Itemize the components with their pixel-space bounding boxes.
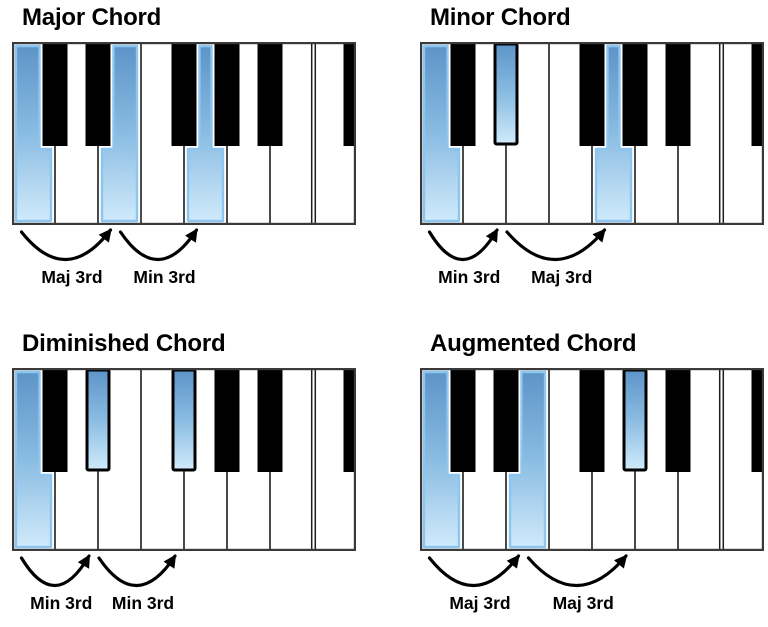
- minor-chord-diagram: Minor Chord Min 3rd Maj 3rd: [420, 5, 764, 289]
- black-key-Ab: [214, 42, 240, 146]
- interval-label: Min 3rd: [438, 267, 500, 287]
- interval-arrow: [118, 228, 199, 261]
- black-key-Db: [42, 42, 68, 146]
- black-key-Bb: [665, 42, 691, 146]
- interval-arrows: Maj 3rd Maj 3rd: [420, 551, 764, 615]
- highlighted-key-Ab: [622, 368, 648, 472]
- diminished-arrows-svg: Min 3rd Min 3rd: [19, 554, 177, 613]
- interval-arrows: Maj 3rd Min 3rd: [12, 225, 356, 289]
- black-key-Db: [450, 368, 476, 472]
- major-keyboard-svg: [12, 42, 356, 225]
- interval-arrow: [19, 554, 91, 587]
- interval-arrow: [97, 554, 177, 587]
- diagram-title: Major Chord: [22, 4, 162, 31]
- black-key-Ab: [214, 368, 240, 472]
- black-key-Bb: [257, 368, 283, 472]
- piano-keyboard: [420, 42, 764, 225]
- interval-arrow: [427, 554, 521, 588]
- highlighted-key-G: [186, 44, 225, 223]
- interval-label: Maj 3rd: [449, 593, 510, 613]
- black-key-clipped: [343, 42, 356, 146]
- black-key-clipped: [751, 42, 764, 146]
- highlighted-key-C: [14, 44, 53, 223]
- augmented-chord-diagram: Augmented Chord Maj 3rd Maj 3rd: [420, 331, 764, 615]
- piano-keyboard: [12, 368, 356, 551]
- diminished-keyboard-svg: [12, 368, 356, 551]
- highlighted-key-G: [594, 44, 633, 223]
- diagram-title: Minor Chord: [430, 4, 571, 31]
- highlighted-key-C: [422, 370, 461, 549]
- black-key-Ab: [622, 42, 648, 146]
- black-key-Gb: [171, 42, 197, 146]
- highlighted-key-Eb: [493, 42, 519, 146]
- keyboard-border: [420, 42, 764, 225]
- highlighted-key-Eb: [85, 368, 111, 472]
- diagram-title: Augmented Chord: [430, 330, 637, 357]
- keyboard-border: [12, 368, 356, 551]
- major-arrows-svg: Maj 3rd Min 3rd: [19, 228, 199, 287]
- piano-keyboard: [12, 42, 356, 225]
- black-key-Db: [450, 42, 476, 146]
- highlighted-key-E: [100, 44, 139, 223]
- interval-arrow: [427, 228, 499, 261]
- interval-arrow: [505, 228, 607, 262]
- augmented-keyboard-svg: [420, 368, 764, 551]
- diminished-chord-diagram: Diminished Chord Min 3rd Min 3rd: [12, 331, 356, 615]
- interval-label: Min 3rd: [133, 267, 195, 287]
- black-key-clipped: [751, 368, 764, 472]
- minor-keyboard-svg: [420, 42, 764, 225]
- interval-arrow: [19, 228, 113, 262]
- black-key-Bb: [665, 368, 691, 472]
- black-key-Gb: [579, 368, 605, 472]
- highlighted-key-C: [422, 44, 461, 223]
- interval-arrows: Min 3rd Min 3rd: [12, 551, 356, 615]
- minor-arrows-svg: Min 3rd Maj 3rd: [427, 228, 607, 287]
- highlighted-key-Gb: [171, 368, 197, 472]
- black-key-clipped: [343, 368, 356, 472]
- interval-label: Min 3rd: [30, 593, 92, 613]
- interval-arrow: [526, 554, 628, 588]
- black-key-Db: [42, 368, 68, 472]
- major-chord-diagram: Major Chord Maj 3rd Min 3rd: [12, 5, 356, 289]
- diagram-title: Diminished Chord: [22, 330, 226, 357]
- piano-keyboard: [420, 368, 764, 551]
- black-key-Eb: [85, 42, 111, 146]
- interval-arrows: Min 3rd Maj 3rd: [420, 225, 764, 289]
- highlighted-key-C: [14, 370, 53, 549]
- keyboard-border: [420, 368, 764, 551]
- highlighted-key-E: [508, 370, 547, 549]
- interval-label: Maj 3rd: [41, 267, 102, 287]
- augmented-arrows-svg: Maj 3rd Maj 3rd: [427, 554, 628, 613]
- interval-label: Maj 3rd: [553, 593, 614, 613]
- black-key-Bb: [257, 42, 283, 146]
- interval-label: Maj 3rd: [531, 267, 592, 287]
- keyboard-border: [12, 42, 356, 225]
- interval-label: Min 3rd: [112, 593, 174, 613]
- black-key-Eb: [493, 368, 519, 472]
- black-key-Gb: [579, 42, 605, 146]
